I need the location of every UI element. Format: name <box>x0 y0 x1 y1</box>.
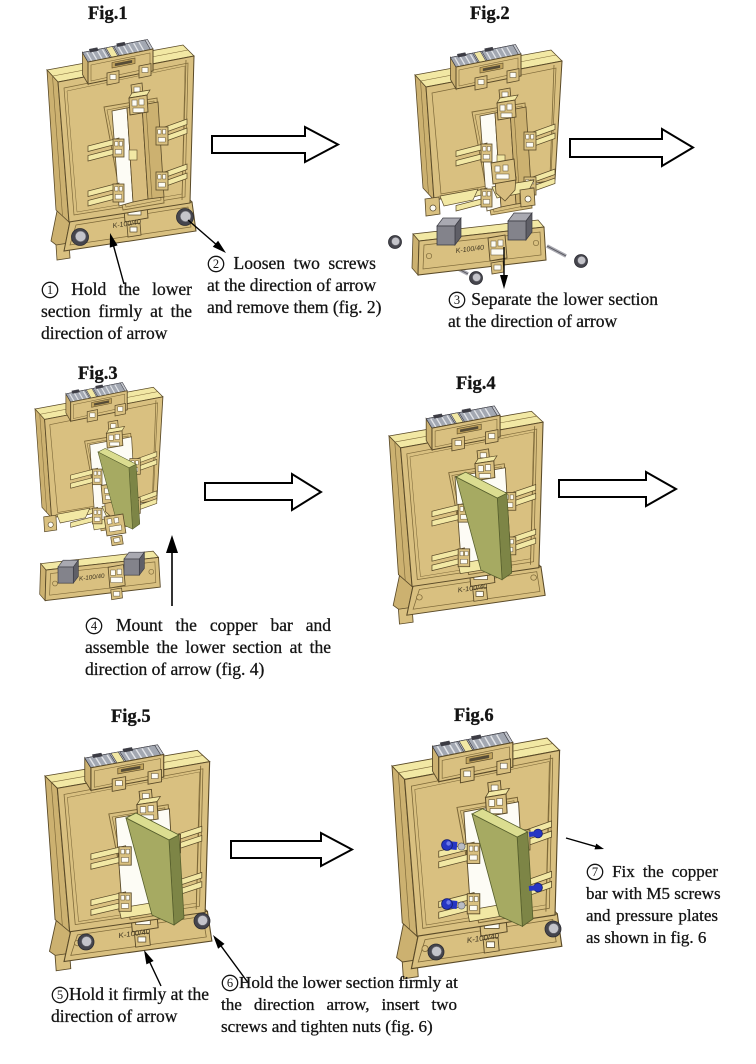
svg-text:K-100/40: K-100/40 <box>457 583 488 595</box>
svg-text:6: 6 <box>227 976 233 990</box>
svg-text:K-100/40: K-100/40 <box>112 219 141 230</box>
svg-text:3: 3 <box>454 293 460 307</box>
svg-text:5: 5 <box>57 988 63 1002</box>
svg-text:2: 2 <box>213 257 219 271</box>
svg-text:7: 7 <box>592 865 598 879</box>
svg-text:K-100/40: K-100/40 <box>455 245 484 255</box>
svg-text:1: 1 <box>47 283 53 297</box>
svg-text:K-100/40: K-100/40 <box>79 573 106 583</box>
svg-text:4: 4 <box>91 619 98 633</box>
